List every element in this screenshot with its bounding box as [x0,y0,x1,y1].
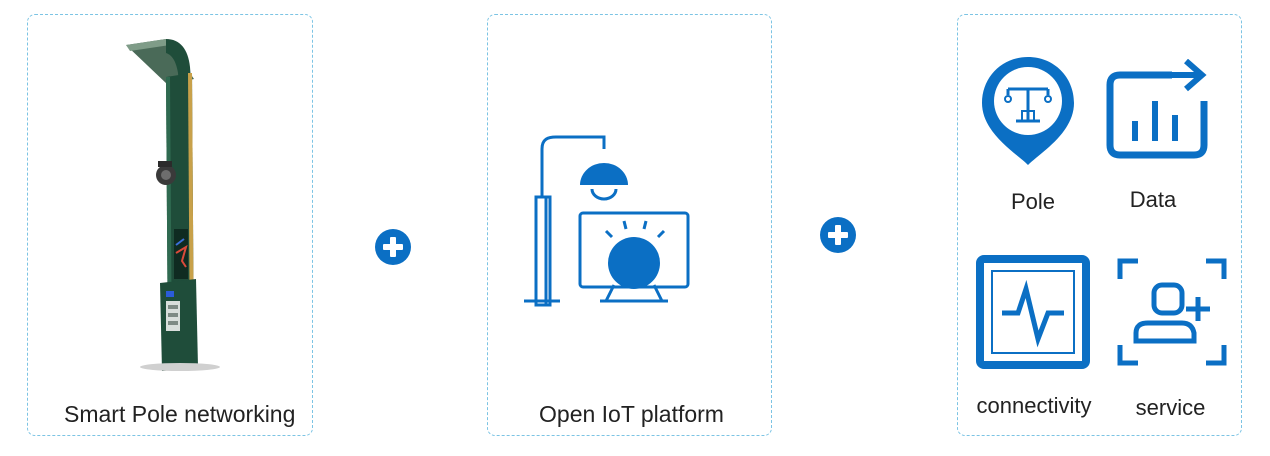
pulse-monitor-icon [976,255,1090,369]
pole-pin-icon [982,57,1074,165]
add-user-icon [1117,258,1227,366]
feature-label-data: Data [1129,187,1177,212]
feature-label-service: service [1135,395,1206,420]
smart-pole-image [126,39,220,371]
iot-platform-caption: Open IoT platform [539,401,724,427]
smart-pole-card: Smart Pole networking [27,14,313,436]
iot-platform-card: Open IoT platform [487,14,772,436]
plus-icon [375,229,411,265]
features-card: Pole Data connectivity service [957,14,1242,436]
feature-label-connectivity: connectivity [976,393,1092,418]
feature-label-pole: Pole [1010,189,1056,214]
iot-platform-icon [524,135,690,307]
data-chart-icon [1106,59,1208,159]
smart-pole-caption: Smart Pole networking [64,401,296,427]
plus-icon [820,217,856,253]
